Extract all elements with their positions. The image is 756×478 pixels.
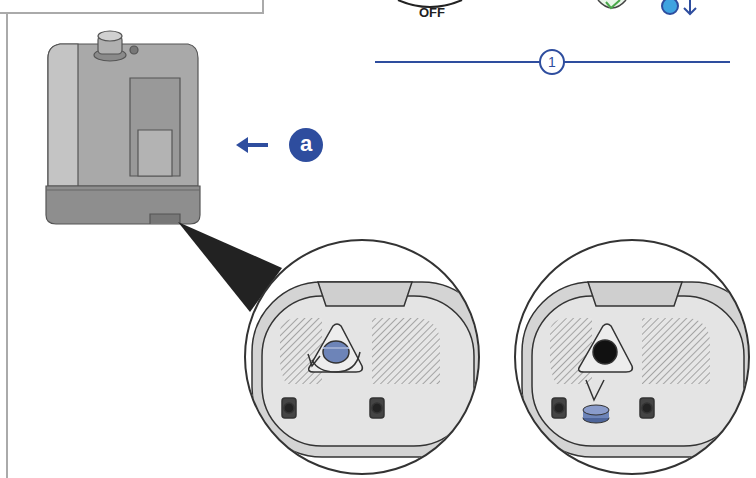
zoom-view: [245, 240, 492, 474]
step-line: [375, 50, 730, 74]
water-tank: [46, 31, 200, 224]
zoom-view: [515, 240, 756, 474]
step-letter: a: [300, 133, 312, 155]
callout-number: 1: [548, 55, 556, 69]
switch-label: OFF: [419, 6, 445, 19]
frame: [0, 0, 263, 478]
direction-arrow: [236, 128, 323, 162]
